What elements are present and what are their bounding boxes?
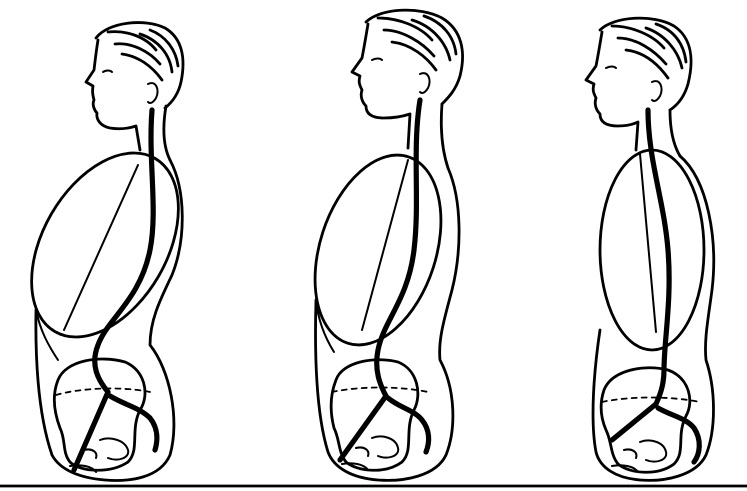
figure-middle-femur xyxy=(340,396,386,460)
figure-right-femur xyxy=(612,404,656,440)
figure-right-thorax xyxy=(600,150,704,350)
figure-middle xyxy=(293,10,464,480)
figure-middle-neck xyxy=(441,104,448,168)
figure-left xyxy=(1,23,208,481)
figure-right-neck xyxy=(670,110,680,156)
figure-right-pelvis xyxy=(601,368,690,472)
figure-right-hair xyxy=(600,18,691,110)
figure-left-spine xyxy=(95,110,153,392)
figure-right-eye xyxy=(606,67,616,69)
figure-middle-eye xyxy=(372,59,382,61)
figure-left-ear xyxy=(148,83,158,103)
figure-left-neck xyxy=(164,106,170,160)
figure-right-thorax-axis xyxy=(640,154,656,332)
figure-left-body-outline xyxy=(36,160,182,480)
figure-left-femur xyxy=(74,392,108,470)
figure-middle-thorax xyxy=(293,139,464,361)
figure-right-ear xyxy=(652,81,662,101)
figure-left-eye xyxy=(103,71,112,73)
figure-middle-thorax-axis xyxy=(362,160,408,330)
figure-right-pelvis-dash xyxy=(602,398,700,403)
figure-middle-ear xyxy=(420,73,430,93)
figure-middle-hair xyxy=(366,10,463,104)
figure-left-hair xyxy=(96,23,183,108)
figure-right xyxy=(586,18,714,480)
